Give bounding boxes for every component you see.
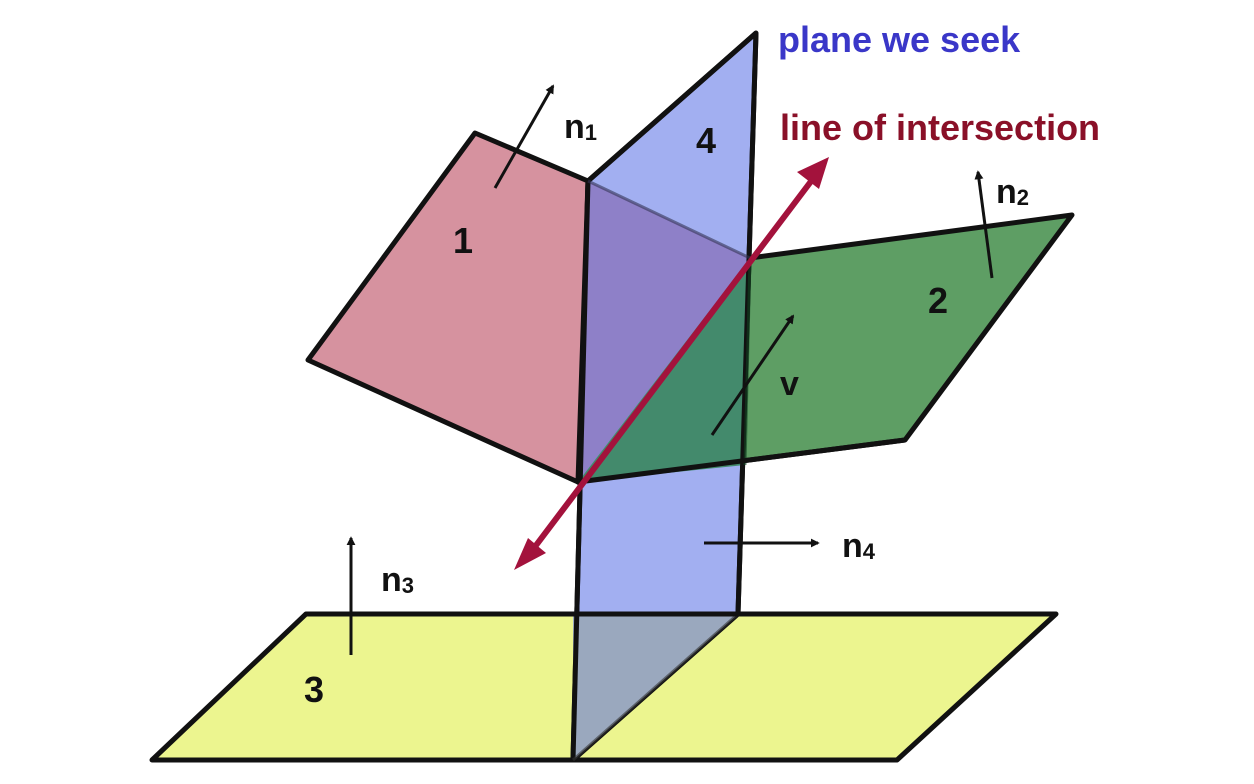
normal-2-arrow bbox=[974, 170, 994, 279]
plane-4-plane-1-seam bbox=[587, 179, 751, 260]
normal-1-arrow bbox=[493, 84, 555, 189]
plane-1-label: 1 bbox=[453, 220, 473, 261]
plane-2-label: 2 bbox=[928, 280, 948, 321]
intersection-arrowhead-bottom bbox=[514, 538, 546, 570]
plane-4-overlap-plane-2 bbox=[578, 258, 750, 482]
plane-4-top-edge bbox=[586, 31, 758, 183]
normal-3-label: n3 bbox=[381, 561, 414, 599]
line-of-intersection-label: line of intersection bbox=[780, 107, 1100, 148]
plane-2-bottom-edge bbox=[577, 437, 906, 485]
plane-4-plane-3-seam bbox=[572, 612, 739, 762]
intersection-arrowhead-top bbox=[797, 157, 829, 189]
plane-1 bbox=[305, 130, 591, 485]
normal-2-label: n2 bbox=[996, 173, 1029, 211]
plane-4-label: 4 bbox=[696, 120, 716, 161]
vector-v-arrow bbox=[710, 314, 795, 436]
plane-3-label: 3 bbox=[304, 669, 324, 710]
plane-4-left-edge bbox=[570, 180, 591, 761]
plane-4-overlap-plane-1 bbox=[578, 181, 750, 482]
plane-4-plane-2-seam bbox=[743, 257, 752, 466]
plane-we-seek-label: plane we seek bbox=[778, 19, 1021, 60]
normal-4-label: n4 bbox=[842, 527, 876, 565]
vector-v-label: v bbox=[780, 365, 799, 403]
normal-1-label: n1 bbox=[564, 108, 597, 146]
intersection-line bbox=[531, 177, 815, 551]
